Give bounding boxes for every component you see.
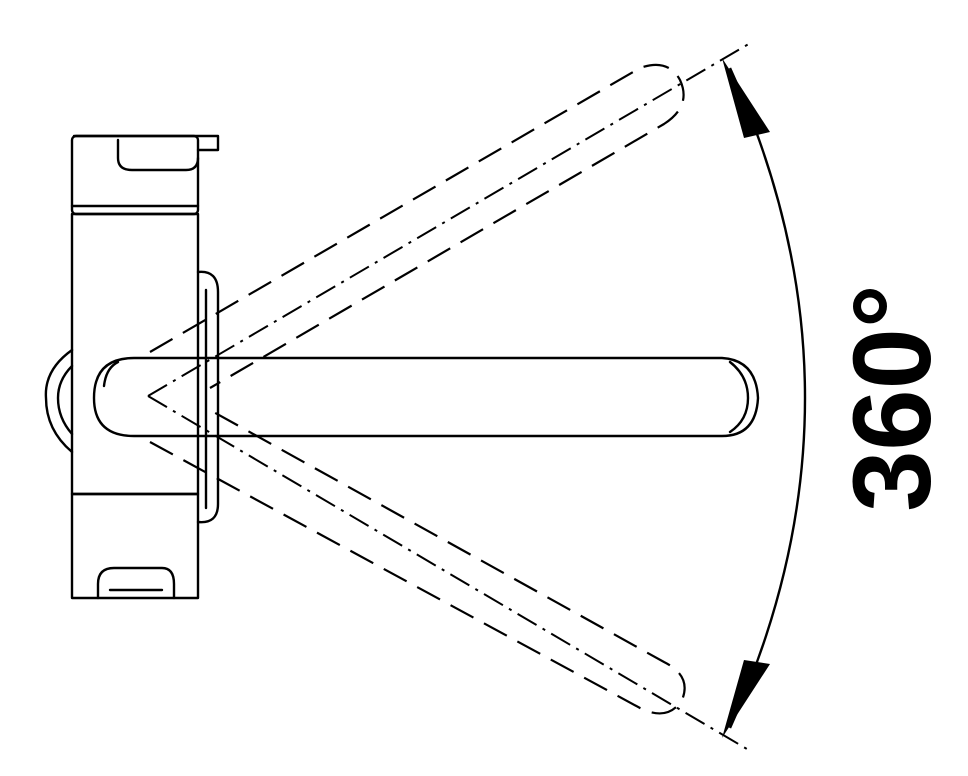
rotation-angle-label: 360°	[831, 284, 954, 512]
spout	[92, 356, 760, 438]
arrowhead-bottom-icon	[722, 660, 770, 738]
rotated-spout-lower	[149, 409, 686, 715]
swivel-axis-lines	[147, 41, 753, 753]
arrowhead-top-icon	[722, 58, 770, 138]
faucet-body	[44, 134, 220, 600]
rotated-spout-upper	[149, 63, 685, 389]
rotation-arc	[722, 58, 807, 738]
